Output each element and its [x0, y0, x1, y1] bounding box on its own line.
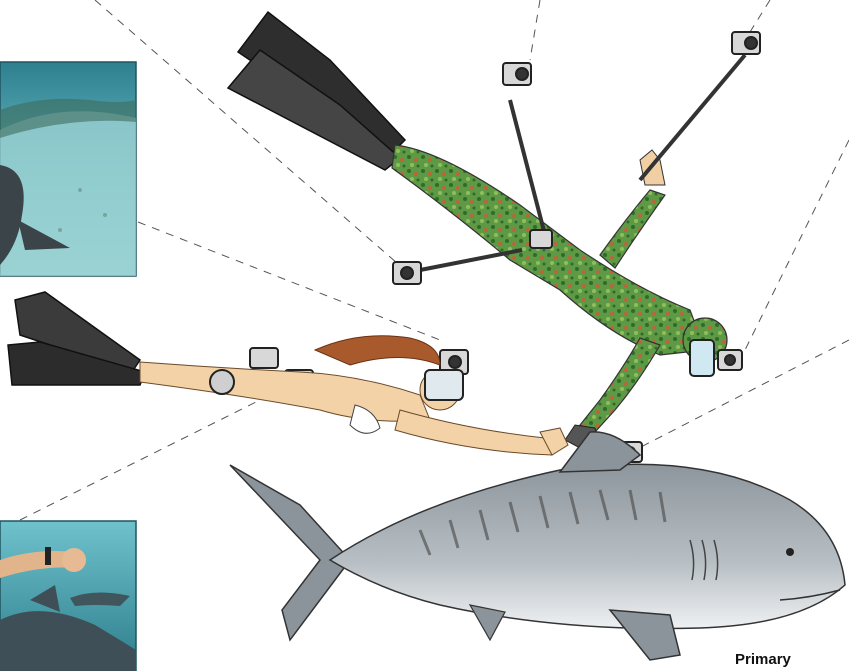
underwater-photo-bottom [0, 521, 136, 671]
camera-icon-6 [530, 230, 552, 248]
primary-label: Primary [735, 651, 791, 668]
camera-icon-8 [250, 348, 278, 368]
underwater-photo-top [0, 62, 136, 276]
diver-swimmer [8, 292, 568, 455]
tiger-shark [230, 432, 845, 660]
